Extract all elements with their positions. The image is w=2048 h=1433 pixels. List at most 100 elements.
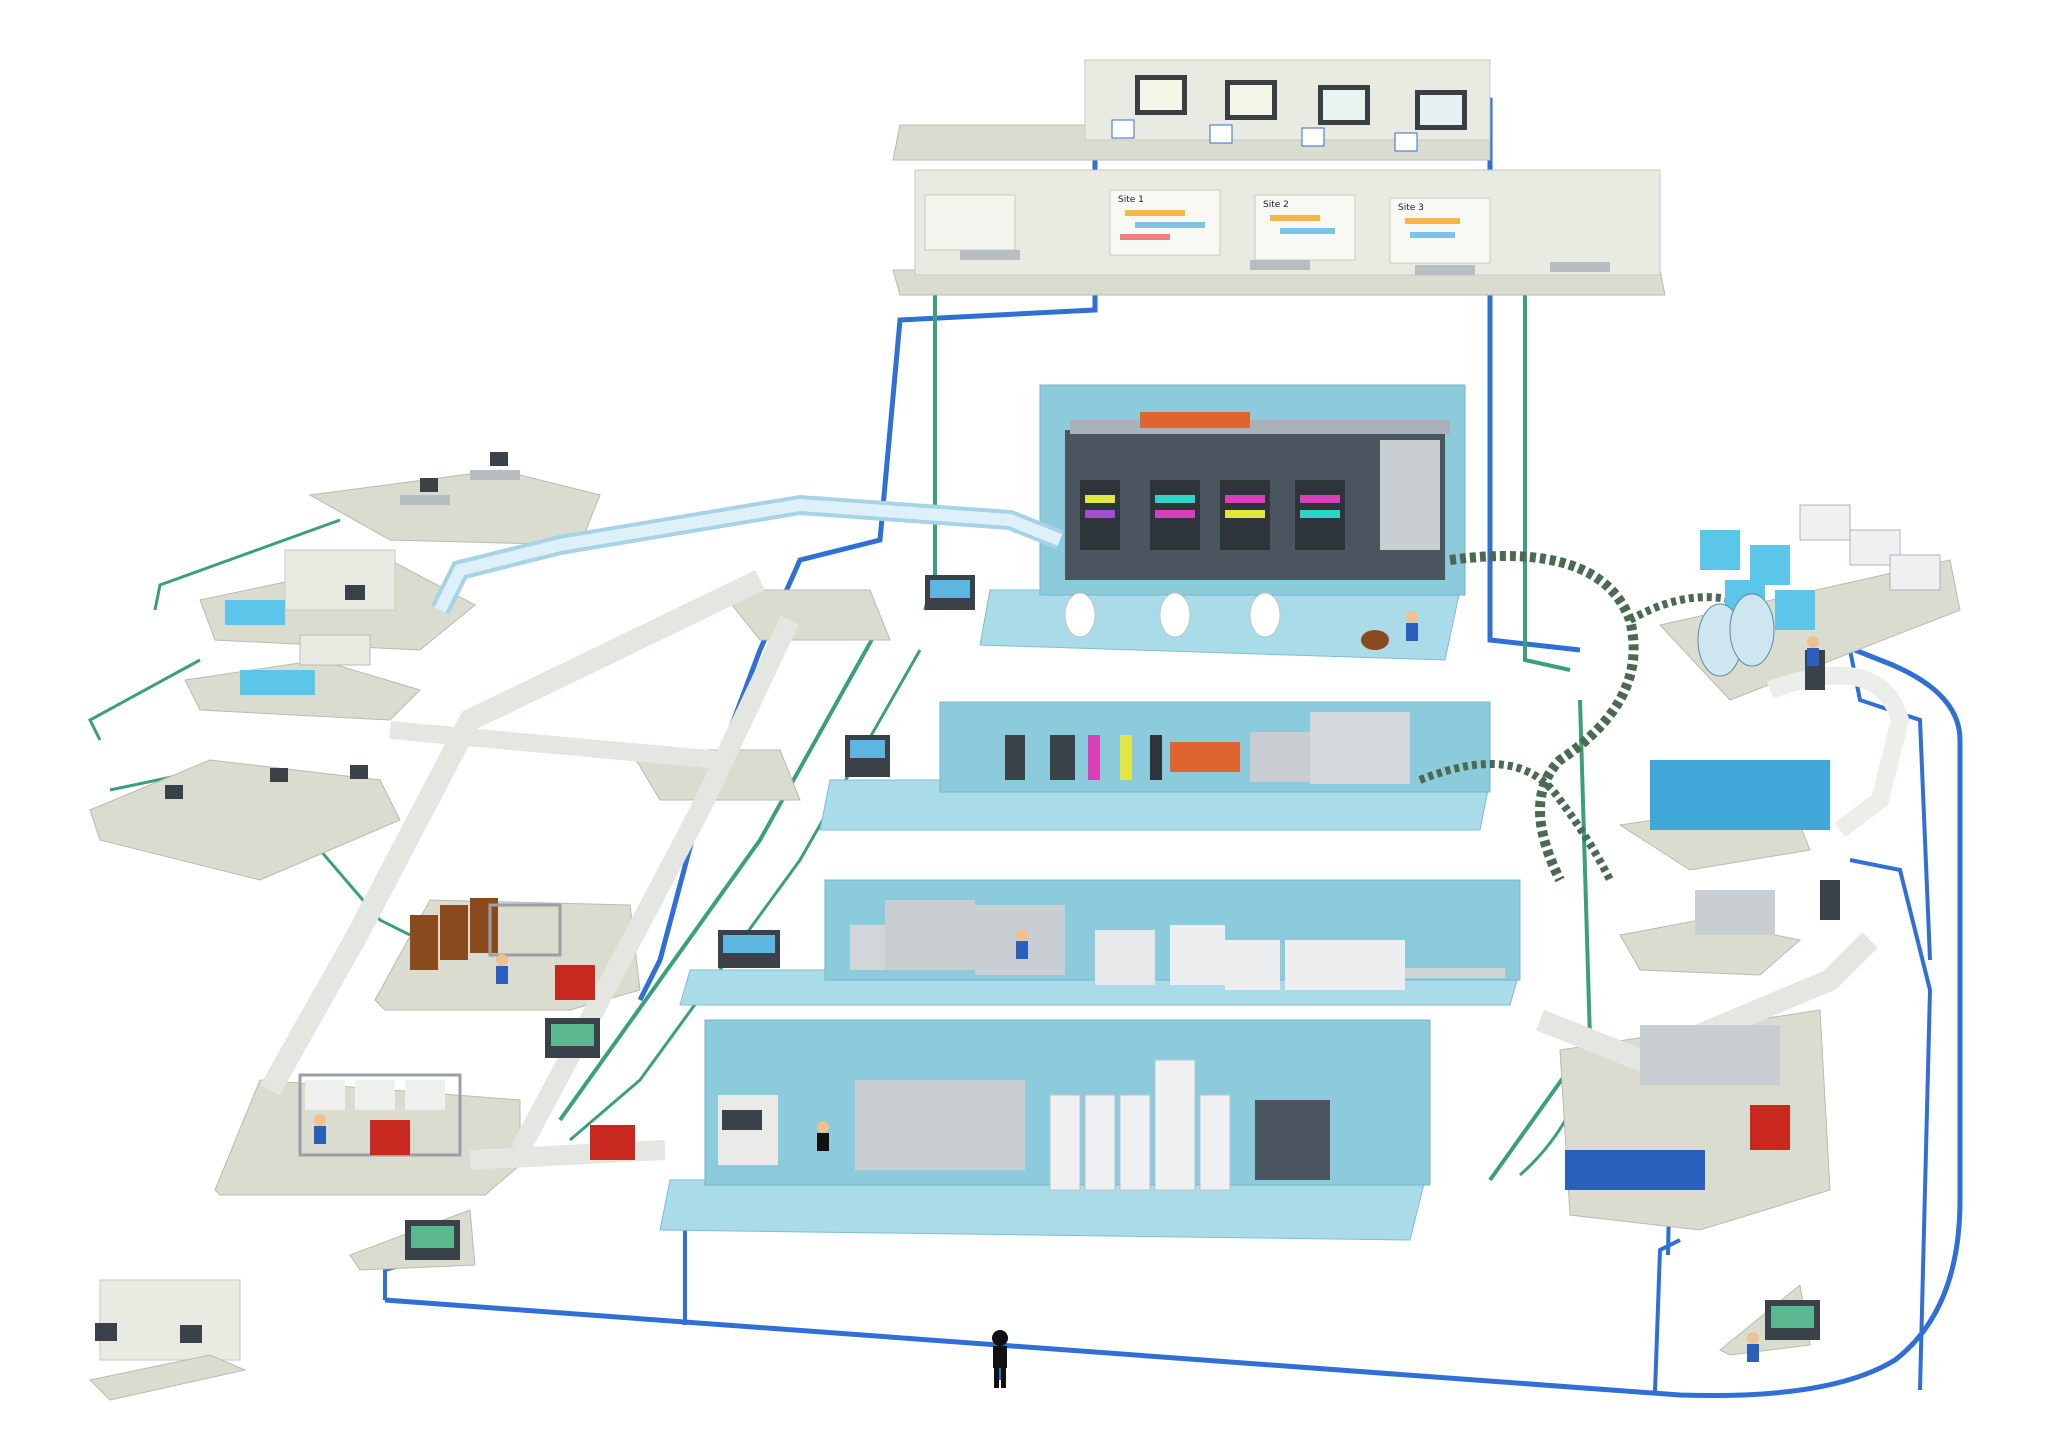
platesetter: [855, 1080, 1025, 1170]
planning-desk-4: [1550, 262, 1610, 272]
paper-roll: [1361, 630, 1389, 650]
digital-module-2: [885, 900, 975, 970]
worker-2: [496, 954, 508, 984]
digital-module-5: [1170, 925, 1225, 985]
control-floor-1: [718, 589, 891, 641]
blue-link-right-terminal: [1653, 1238, 1681, 1393]
monitor-top-1: [420, 478, 438, 492]
worker-6: [1807, 636, 1819, 666]
green-cable-top-left: [923, 255, 937, 611]
forklift-red-right: [1750, 1105, 1790, 1150]
office-floor-top-left: [308, 469, 601, 546]
workflow-icon-2: [1209, 124, 1233, 144]
floors: [88, 59, 1961, 1401]
inserter-machine: [1650, 760, 1830, 830]
press2-unit-2: [1050, 735, 1075, 780]
site1-label: Site 1: [1118, 195, 1144, 205]
second-press-line: [845, 712, 1410, 784]
shelving-unit: [924, 194, 1016, 251]
post-press-area: [1565, 504, 1941, 1190]
truck-1: [1799, 504, 1851, 541]
roll-rack: [488, 903, 562, 957]
forklift-red: [555, 965, 595, 1000]
office-desk-top-1: [400, 495, 450, 505]
stacker-4: [1775, 590, 1815, 630]
site2-label: Site 2: [1263, 200, 1289, 210]
site3-label: Site 3: [1398, 203, 1424, 213]
blue-link-right-column: [1849, 858, 1933, 1391]
planning-desk-1: [960, 250, 1020, 260]
workflow-icon-4: [1394, 132, 1418, 152]
digital-module-4: [1095, 930, 1155, 985]
workflow-icon-3: [1301, 127, 1325, 147]
post-press-belt: [1766, 666, 1910, 838]
worker-5: [1406, 611, 1418, 641]
ink-drum-1: [410, 915, 438, 970]
cutter-blue: [1565, 1150, 1705, 1190]
monitor-lower-2: [270, 768, 288, 782]
webpress-floor: [979, 589, 1461, 661]
folder-unit: [1380, 440, 1440, 550]
press2-unit-1: [1005, 735, 1025, 780]
monitor-design: [345, 585, 365, 600]
forklift-red-2: [370, 1120, 410, 1155]
feeder-arc: [1449, 551, 1639, 883]
sheetfed-unit-5: [1199, 1094, 1231, 1191]
sheetfed-unit-4: [1154, 1059, 1196, 1191]
planning-board-site2: [1254, 194, 1356, 261]
left-offices: [95, 452, 1820, 1343]
sheetfed-unit-3: [1119, 1094, 1151, 1191]
bindery-machine: [1640, 1025, 1780, 1085]
digital-conveyor: [1405, 968, 1505, 978]
monitor-top-2: [490, 452, 508, 466]
walkway-right: [1535, 932, 1878, 1072]
sheetfed-unit-2: [1084, 1094, 1116, 1191]
blue-riser-right: [1487, 300, 1581, 653]
dryer-unit: [1140, 412, 1250, 428]
walkway-bottom: [469, 1140, 666, 1170]
office-desk-top-2: [470, 470, 520, 480]
monitor-lower-3: [350, 765, 368, 779]
design-console: [299, 634, 371, 666]
design-table-1: [225, 600, 285, 625]
person-walking: [992, 1330, 1008, 1388]
press2-chillers: [1250, 732, 1310, 782]
print-unit-cylinders: [1080, 480, 1345, 550]
planning-board-site3: [1389, 197, 1491, 264]
planning-desk-2: [1250, 260, 1310, 270]
monitor-lower-1: [165, 785, 183, 799]
sheetfed-unit-1: [1049, 1094, 1081, 1191]
stacker-2: [1750, 545, 1790, 585]
people: [314, 611, 1819, 1388]
walkway-mid: [389, 721, 721, 769]
blue-backbone-bottom: [384, 637, 1963, 1399]
digital-module-8: [1340, 940, 1405, 990]
feeder-arc-2: [1418, 760, 1614, 882]
workflow-icon-1: [1111, 119, 1135, 139]
green-cable-top-right: [1523, 290, 1571, 672]
blue-riser-left: [637, 280, 1098, 1002]
digital-module-7: [1285, 940, 1340, 990]
stacker-1: [1700, 530, 1740, 570]
management-dashboards: [1111, 75, 1467, 152]
truck-3: [1889, 554, 1941, 591]
bottom-office-floor: [88, 1354, 247, 1401]
web-press: [925, 412, 1450, 650]
worker-1: [314, 1114, 326, 1144]
forklift-red-3: [590, 1125, 635, 1160]
worker-4: [817, 1121, 829, 1151]
walkway-left: [260, 570, 765, 1096]
green-cable-left-mid: [318, 849, 411, 937]
walkway-center: [511, 615, 800, 1155]
winder-roll-2: [1729, 593, 1775, 667]
press2-dryer: [1170, 742, 1240, 772]
bottom-office-wall: [99, 1279, 241, 1361]
planning-department: Site 1 Site 2 Site 3: [924, 189, 1610, 275]
material-storage: [298, 898, 635, 1160]
sheetfed-floor: [659, 1179, 1426, 1241]
digital-module-6: [1225, 940, 1280, 990]
mailroom-machine: [1695, 890, 1775, 935]
bottom-monitor-2: [180, 1325, 202, 1343]
ink-drum-2: [440, 905, 468, 960]
